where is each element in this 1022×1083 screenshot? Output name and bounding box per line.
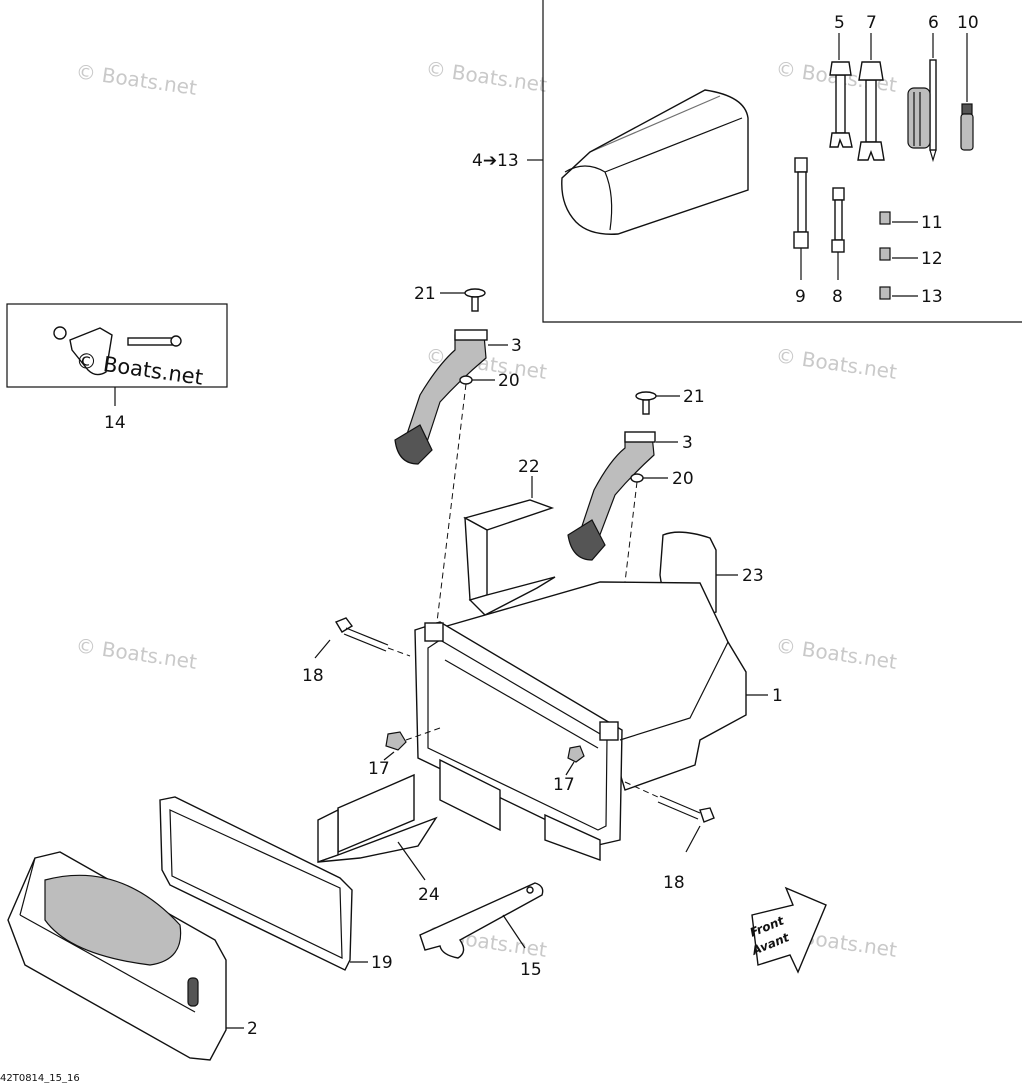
spanner-wrench-15: 15 [419, 882, 544, 980]
socket-wrench-9 [793, 157, 809, 249]
front-direction-arrow: Front Avant [748, 886, 827, 974]
fuse-12 [879, 247, 891, 261]
callout-10: 10 [957, 13, 979, 33]
inset-14: © Boats.net 14 [6, 303, 228, 433]
callout-11: 11 [921, 213, 943, 233]
storage-box-1: 1 [414, 581, 783, 861]
diagram-code: 42T0814_15_16 [0, 1073, 80, 1083]
callout-2: 2 [247, 1019, 258, 1039]
callout-21-right: 21 [683, 387, 705, 407]
screw-21-left: 21 [414, 284, 486, 312]
callout-13: 13 [921, 287, 943, 307]
foam-pad-22: 22 [463, 457, 556, 616]
socket-wrench-8 [831, 187, 845, 253]
plate-24: 24 [317, 773, 440, 905]
callout-23: 23 [742, 566, 764, 586]
callout-12: 12 [921, 249, 943, 269]
callout-15: 15 [520, 960, 542, 980]
cover-2: 2 [7, 851, 258, 1061]
callout-9: 9 [795, 287, 806, 307]
inset-14-watermark: © Boats.net [74, 348, 204, 390]
bolt-18-right: 18 [624, 781, 715, 893]
nut-17-left: 17 [368, 727, 441, 779]
nut-17-right: 17 [553, 745, 585, 795]
callout-19: 19 [371, 953, 393, 973]
fuse-11 [879, 211, 891, 225]
watermark: © Boats.net [774, 633, 898, 674]
callout-20-left: 20 [498, 371, 520, 391]
callout-24: 24 [418, 885, 440, 905]
tool-kit-inset: 4➔13 5 7 6 [472, 0, 1022, 323]
callout-6: 6 [928, 13, 939, 33]
screwdriver-6 [907, 59, 937, 163]
wrench-5 [829, 61, 853, 148]
watermark: © Boats.net [424, 56, 548, 97]
washer-20-right: 20 [630, 469, 694, 489]
callout-1: 1 [772, 686, 783, 706]
callout-18-left: 18 [302, 666, 324, 686]
handle-3-left: 3 [394, 329, 522, 465]
watermark: © Boats.net [74, 633, 198, 674]
wrench-7 [857, 61, 885, 161]
handle-3-right: 3 [567, 431, 693, 561]
bolt-18-left: 18 [302, 617, 411, 686]
callout-5: 5 [834, 13, 845, 33]
tool-kit-frame [542, 0, 1022, 323]
callout-17-left: 17 [368, 759, 390, 779]
inset-14-frame [6, 303, 228, 388]
bit-10 [960, 103, 974, 151]
watermark: © Boats.net [74, 59, 198, 100]
watermark: © Boats.net [774, 343, 898, 384]
gasket-19: 19 [159, 796, 393, 973]
fuse-13 [879, 286, 891, 300]
alignment-line-left [435, 383, 467, 631]
callout-7: 7 [866, 13, 877, 33]
callout-20-right: 20 [672, 469, 694, 489]
callout-14: 14 [104, 413, 126, 433]
callout-17-right: 17 [553, 775, 575, 795]
callout-3-right: 3 [682, 433, 693, 453]
callout-22: 22 [518, 457, 540, 477]
callout-8: 8 [832, 287, 843, 307]
callout-18-right: 18 [663, 873, 685, 893]
callout-4-13: 4➔13 [472, 151, 519, 171]
callout-3-left: 3 [511, 336, 522, 356]
screw-21-right: 21 [635, 387, 705, 415]
tool-bag [561, 89, 749, 235]
washer-20-left: 20 [459, 371, 520, 391]
callout-21-left: 21 [414, 284, 436, 304]
